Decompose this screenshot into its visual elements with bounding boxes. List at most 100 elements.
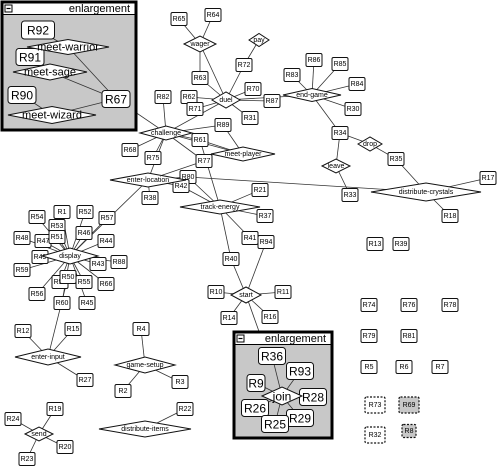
entity-r57[interactable]: R57: [98, 211, 116, 225]
entity-r20[interactable]: R20: [56, 440, 74, 454]
entity-r59[interactable]: R59: [13, 263, 31, 277]
entity-r50[interactable]: R50: [59, 270, 77, 284]
entity-r52[interactable]: R52: [76, 205, 94, 219]
entity-r87[interactable]: R87: [263, 94, 281, 108]
entity-r1[interactable]: R1: [53, 205, 71, 219]
entity-r84[interactable]: R84: [348, 77, 366, 91]
entity-r68[interactable]: R68: [121, 143, 139, 157]
entity-r36[interactable]: R36: [258, 347, 286, 365]
relationship-join[interactable]: join: [260, 386, 304, 406]
entity-r54[interactable]: R54: [28, 210, 46, 224]
entity-r73[interactable]: R73: [364, 396, 386, 414]
entity-r75[interactable]: R75: [144, 151, 162, 165]
entity-r15[interactable]: R15: [64, 322, 82, 336]
entity-r48[interactable]: R48: [13, 231, 31, 245]
entity-r25[interactable]: R25: [261, 415, 289, 433]
relationship-meet-player[interactable]: meet-player: [210, 146, 276, 162]
entity-r46[interactable]: R46: [75, 226, 93, 240]
entity-r69[interactable]: R69: [398, 396, 420, 414]
entity-r9[interactable]: R9: [246, 374, 266, 392]
entity-r51[interactable]: R51: [48, 230, 66, 244]
entity-r70[interactable]: R70: [244, 82, 262, 96]
entity-r10[interactable]: R10: [207, 285, 225, 299]
entity-r34[interactable]: R34: [331, 126, 349, 140]
entity-r72[interactable]: R72: [235, 58, 253, 72]
entity-r86[interactable]: R86: [305, 53, 323, 67]
entity-r19[interactable]: R19: [46, 402, 64, 416]
entity-r62[interactable]: R62: [180, 90, 198, 104]
entity-r41[interactable]: R41: [241, 231, 259, 245]
entity-r82[interactable]: R82: [154, 90, 172, 104]
relationship-meet-wizard[interactable]: meet-wizard: [7, 105, 97, 125]
entity-r67[interactable]: R67: [101, 90, 131, 108]
entity-r76[interactable]: R76: [400, 298, 418, 312]
relationship-meet-sage[interactable]: meet-sage: [12, 63, 88, 81]
entity-r44[interactable]: R44: [97, 234, 115, 248]
entity-r38[interactable]: R38: [141, 191, 159, 205]
entity-r35[interactable]: R35: [387, 152, 405, 166]
relationship-meet-warrior[interactable]: meet-warrior: [26, 38, 110, 56]
entity-r89[interactable]: R89: [214, 118, 232, 132]
entity-r63[interactable]: R63: [191, 71, 209, 85]
entity-r81[interactable]: R81: [400, 329, 418, 343]
relationship-wager[interactable]: wager: [182, 35, 218, 53]
relationship-game-setup[interactable]: game-setup: [113, 356, 177, 374]
entity-r74[interactable]: R74: [360, 298, 378, 312]
entity-r78[interactable]: R78: [441, 298, 459, 312]
entity-r56[interactable]: R56: [28, 287, 46, 301]
entity-r17[interactable]: R17: [479, 171, 497, 185]
entity-r14[interactable]: R14: [220, 311, 238, 325]
entity-r90[interactable]: R90: [7, 86, 37, 104]
entity-r37[interactable]: R37: [256, 209, 274, 223]
entity-r94[interactable]: R94: [257, 235, 275, 249]
entity-r65[interactable]: R65: [170, 12, 188, 26]
entity-r55[interactable]: R55: [75, 275, 93, 289]
entity-r13[interactable]: R13: [366, 237, 384, 251]
entity-r24[interactable]: R24: [4, 412, 22, 426]
relationship-end-game[interactable]: end-game: [282, 87, 342, 103]
relationship-distribute-crystals[interactable]: distribute-crystals: [370, 182, 482, 202]
relationship-leave[interactable]: leave: [320, 158, 352, 174]
entity-r6[interactable]: R6: [395, 360, 413, 374]
entity-r43[interactable]: R43: [89, 257, 107, 271]
entity-r4[interactable]: R4: [132, 322, 150, 336]
entity-r40[interactable]: R40: [222, 252, 240, 266]
relationship-display[interactable]: display: [40, 247, 100, 265]
entity-r3[interactable]: R3: [171, 375, 189, 389]
entity-r85[interactable]: R85: [331, 57, 349, 71]
entity-r26[interactable]: R26: [241, 399, 269, 417]
entity-r8[interactable]: R8: [401, 423, 417, 439]
entity-r71[interactable]: R71: [186, 102, 204, 116]
entity-r12[interactable]: R12: [14, 324, 32, 338]
entity-r45[interactable]: R45: [78, 296, 96, 310]
relationship-pay[interactable]: pay: [248, 32, 270, 48]
entity-r18[interactable]: R18: [441, 209, 459, 223]
entity-r27[interactable]: R27: [76, 373, 94, 387]
entity-r30[interactable]: R30: [344, 102, 362, 116]
entity-r28[interactable]: R28: [299, 388, 327, 406]
entity-r77[interactable]: R77: [195, 154, 213, 168]
entity-r5[interactable]: R5: [360, 360, 378, 374]
entity-r33[interactable]: R33: [341, 188, 359, 202]
entity-r29[interactable]: R29: [286, 409, 314, 427]
entity-r11[interactable]: R11: [274, 285, 292, 299]
relationship-distribute-items[interactable]: distribute-items: [98, 420, 192, 438]
entity-r83[interactable]: R83: [283, 68, 301, 82]
entity-r61[interactable]: R61: [191, 133, 209, 147]
relationship-enter-location[interactable]: enter-location: [109, 172, 187, 188]
entity-r60[interactable]: R60: [53, 296, 71, 310]
relationship-duel[interactable]: duel: [210, 91, 242, 109]
entity-r31[interactable]: R31: [241, 111, 259, 125]
entity-r16[interactable]: R16: [261, 310, 279, 324]
entity-r93[interactable]: R93: [286, 362, 314, 380]
entity-r7[interactable]: R7: [431, 360, 449, 374]
entity-r39[interactable]: R39: [392, 237, 410, 251]
entity-r64[interactable]: R64: [204, 8, 222, 22]
entity-r88[interactable]: R88: [110, 255, 128, 269]
relationship-challenge[interactable]: challenge: [138, 125, 194, 141]
entity-r23[interactable]: R23: [18, 452, 36, 466]
entity-r2[interactable]: R2: [114, 384, 132, 398]
relationship-enter-input[interactable]: enter-input: [14, 348, 82, 366]
entity-r22[interactable]: R22: [176, 402, 194, 416]
entity-r92[interactable]: R92: [21, 20, 55, 40]
